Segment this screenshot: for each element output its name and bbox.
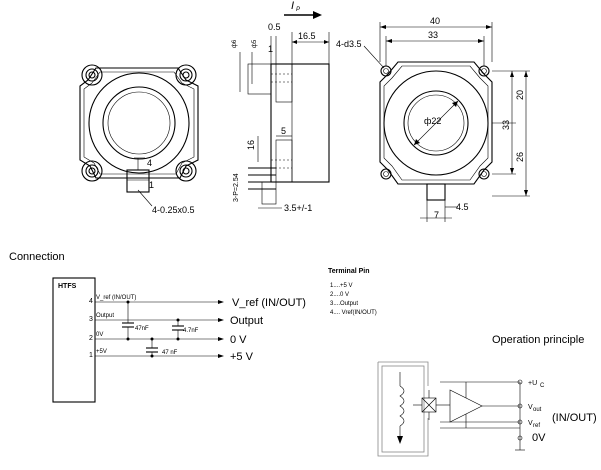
side-dim-1: 1 [268, 44, 273, 54]
terminal-pin-3: 3....Output [330, 301, 358, 307]
right-dim-33-side: 33 [501, 120, 511, 130]
right-dim-20: 20 [515, 90, 525, 100]
right-bore-label: ф22 [424, 116, 441, 126]
pin4-label: V_ref (IN/OUT) [96, 295, 136, 301]
right-body [383, 70, 489, 176]
htfs-module-label: HTFS [58, 283, 77, 290]
side-dim-phi6: ф6 [232, 39, 238, 48]
magnetic-core [377, 361, 429, 457]
cap1-value: 47nF [135, 326, 149, 332]
terminal-pin-4: 4.... Vref(IN/OUT) [330, 310, 377, 316]
pin3-number: 3 [89, 316, 93, 323]
pin2-output: 0 V [230, 334, 247, 346]
right-dim-33-top: 33 [428, 30, 438, 40]
right-hole-tl [380, 65, 392, 77]
front-mount-hole-tl [81, 64, 103, 86]
pin1-label: +5V [96, 349, 107, 355]
pin1-output: +5 V [230, 351, 254, 363]
front-housing-inner [83, 71, 195, 175]
front-bore [102, 86, 176, 160]
cap2-value: 4.7nF [183, 328, 199, 334]
vout-sub: out [533, 407, 542, 413]
front-mount-hole-br [175, 160, 197, 182]
side-dim-5: 5 [281, 126, 286, 136]
side-flange-top [247, 63, 272, 95]
right-hole-spec: 4-d3.5 [336, 39, 362, 49]
front-bore-inner [107, 91, 171, 155]
front-mount-hole-tr [175, 64, 197, 86]
terminal-pin-list: Terminal Pin 1....+5 V 2....0 V 3....Out… [328, 268, 377, 316]
side-body [270, 63, 330, 183]
current-label: I [291, 0, 294, 12]
pin2-number: 2 [89, 335, 93, 342]
pin4-output: V_ref (IN/OUT) [232, 297, 306, 309]
front-pin-size: 4-0.25x0.5 [152, 205, 195, 215]
vref-label: V [528, 420, 533, 427]
pin2-label: 0V [96, 332, 103, 338]
right-view: ф22 4-d3.5 40 33 20 33 [336, 16, 530, 222]
current-arrow-head [313, 11, 322, 19]
htfs-module-box [52, 277, 96, 403]
capacitor-1: 47nF [122, 302, 149, 339]
coil [399, 385, 405, 427]
terminal-pin-2: 2....0 V [330, 292, 349, 298]
right-dim-26: 26 [515, 152, 525, 162]
front-pin-marker: 1 [149, 180, 154, 190]
terminal-pin-title: Terminal Pin [328, 268, 370, 275]
uc-sub: C [540, 383, 545, 389]
front-body-outer [88, 72, 190, 174]
vout-label: V [528, 404, 533, 411]
front-housing [79, 67, 199, 179]
side-dim-0-5: 0.5 [268, 22, 281, 32]
right-hole-br [478, 168, 490, 180]
right-dim-4-5: 4.5 [456, 202, 469, 212]
connection-title: Connection [9, 251, 65, 263]
side-dim-3-5: 3.5+/-1 [284, 203, 312, 213]
uc-label: +U [528, 380, 537, 387]
vref-in-out: (IN/OUT) [552, 412, 597, 424]
current-sub: P [296, 7, 300, 13]
right-bore [403, 90, 469, 156]
side-dim-16-5: 16.5 [298, 31, 316, 41]
side-dim-16: 16 [246, 140, 256, 150]
side-view: 0.5 16.5 1 ф6 ф5 16 5 3-P=2.54 3.5+/-1 [232, 22, 330, 213]
zero-volt: 0V [532, 432, 546, 444]
side-dim-pitch: 3-P=2.54 [233, 173, 240, 202]
pin1-number: 1 [89, 352, 93, 359]
cap3-value: 47 nF [162, 350, 178, 356]
operation-principle: Operation principle +U C V ou [377, 334, 597, 457]
front-mount-hole-bl [81, 160, 103, 182]
vref-sub: ref [533, 423, 540, 429]
right-housing [379, 61, 493, 185]
side-dim-phi5: ф5 [252, 39, 258, 48]
pin3-label: Output [96, 313, 114, 319]
pin3-output: Output [230, 315, 263, 327]
front-slot-height: 4 [147, 158, 152, 168]
current-direction: I P [284, 0, 322, 19]
front-view: 4 1 4-0.25x0.5 [79, 64, 199, 215]
capacitor-2: 4.7nF [172, 320, 199, 339]
capacitor-3: 47 nF [146, 339, 178, 356]
operation-title: Operation principle [492, 334, 584, 346]
pin4-number: 4 [89, 298, 93, 305]
connection-section: Connection HTFS 4 V_ref (IN/OUT) V_ref (… [9, 251, 306, 403]
right-dim-7: 7 [434, 210, 439, 220]
right-dim-40: 40 [430, 16, 440, 26]
terminal-pin-1: 1....+5 V [330, 283, 353, 289]
right-hole-bl [380, 168, 392, 180]
